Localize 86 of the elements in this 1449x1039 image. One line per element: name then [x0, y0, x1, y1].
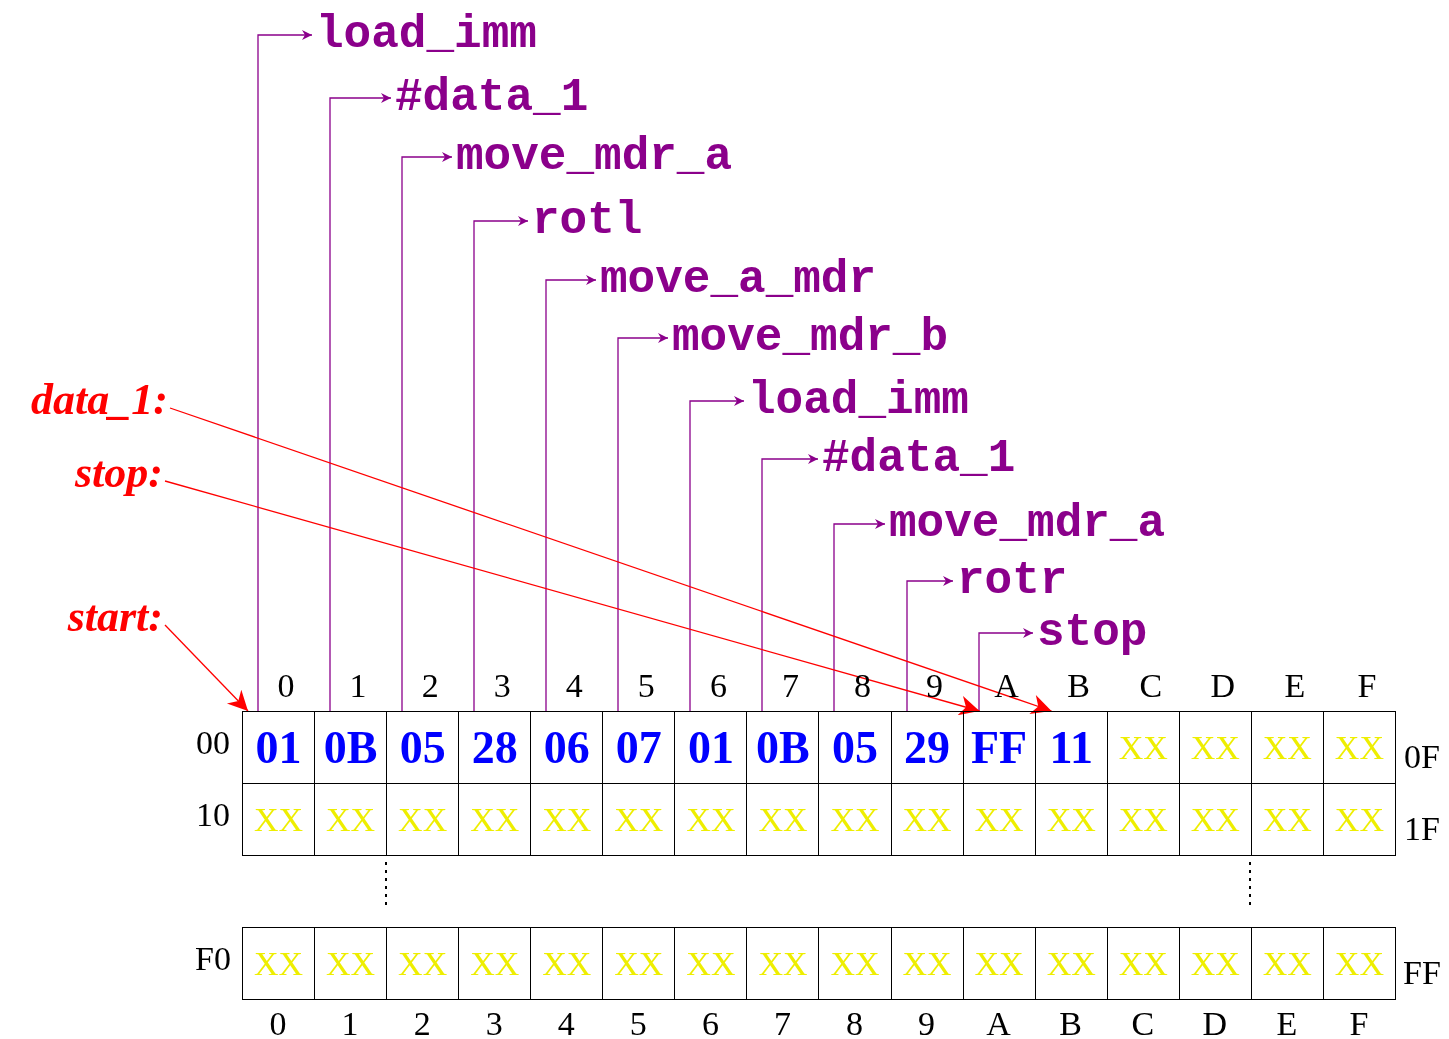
axis-label: F0: [195, 941, 231, 977]
axis-label: B: [1067, 668, 1091, 704]
axis-label: 4: [557, 1006, 575, 1039]
axis-label: A: [994, 668, 1019, 704]
memory-cell: XX: [746, 927, 820, 1000]
instruction-label: stop: [1037, 607, 1148, 659]
leader-arrow: [401, 152, 453, 712]
axis-label: C: [1139, 668, 1163, 704]
leader-arrow: [617, 333, 669, 712]
memory-cell: XX: [962, 927, 1036, 1000]
axis-label: F: [1349, 1006, 1369, 1039]
axis-label: 2: [413, 1006, 431, 1039]
axis-label: 3: [485, 1006, 503, 1039]
leader-arrow: [329, 93, 392, 712]
memory-cell: 01: [242, 711, 316, 784]
memory-cell: XX: [1322, 711, 1396, 784]
axis-label: 6: [709, 668, 727, 704]
leader-arrow: [978, 628, 1034, 712]
axis-label: A: [986, 1006, 1011, 1039]
axis-label: E: [1276, 1006, 1298, 1039]
axis-label: B: [1059, 1006, 1083, 1039]
axis-label: 4: [565, 668, 583, 704]
leader-arrow: [906, 576, 954, 712]
memory-cell: XX: [1106, 927, 1180, 1000]
axis-label: FF: [1403, 955, 1441, 991]
memory-cell: XX: [602, 927, 676, 1000]
leader-arrow: [473, 216, 529, 712]
leader-arrow: [257, 30, 313, 712]
instruction-label: #data_1: [395, 72, 589, 124]
memory-cell: XX: [1034, 927, 1108, 1000]
axis-label: D: [1202, 1006, 1228, 1039]
memory-cell: XX: [1322, 783, 1396, 856]
memory-cell: XX: [242, 783, 316, 856]
instruction-label: move_mdr_b: [672, 312, 949, 364]
instruction-label: move_mdr_a: [456, 131, 733, 183]
leader-arrow: [689, 396, 745, 712]
axis-label: 2: [421, 668, 439, 704]
axis-label: 0F: [1404, 739, 1440, 775]
axis-label: 0: [269, 1006, 287, 1039]
leader-arrow: [761, 454, 819, 712]
instruction-label: rotr: [957, 555, 1068, 607]
axis-label: 7: [773, 1006, 791, 1039]
axis-label: 8: [846, 1006, 863, 1039]
leader-arrow: [545, 275, 597, 712]
instruction-label: rotl: [532, 195, 643, 247]
memory-cell: XX: [1178, 927, 1252, 1000]
memory-cell: XX: [1322, 927, 1396, 1000]
memory-cell: XX: [530, 927, 604, 1000]
address-label: start:: [67, 592, 163, 642]
axis-label: C: [1131, 1006, 1155, 1039]
axis-label: 5: [629, 1006, 647, 1039]
axis-label: 6: [701, 1006, 719, 1039]
instruction-label: move_mdr_a: [889, 498, 1166, 550]
memory-cell: XX: [242, 927, 316, 1000]
axis-label: 10: [196, 797, 230, 833]
axis-label: 7: [781, 668, 799, 704]
pointer-arrow: [164, 624, 249, 712]
leader-arrow: [833, 519, 886, 712]
axis-label: 8: [854, 668, 871, 704]
memory-cell: XX: [386, 927, 460, 1000]
memory-cell: XX: [1250, 927, 1324, 1000]
address-label: data_1:: [31, 375, 168, 425]
axis-label: 3: [493, 668, 511, 704]
instruction-label: move_a_mdr: [600, 254, 877, 306]
pointer-arrow: [169, 407, 1053, 714]
memory-cell: XX: [890, 927, 964, 1000]
axis-label: D: [1210, 668, 1236, 704]
axis-label: 9: [918, 1006, 936, 1039]
memory-cell: XX: [314, 927, 388, 1000]
memory-cell: XX: [818, 927, 892, 1000]
instruction-label: load_imm: [316, 9, 537, 61]
axis-label: 0: [277, 668, 295, 704]
axis-label: 00: [196, 725, 230, 761]
axis-label: 1: [349, 668, 367, 704]
axis-label: 9: [926, 668, 944, 704]
memory-cell: XX: [674, 927, 748, 1000]
instruction-label: load_imm: [748, 375, 969, 427]
address-label: stop:: [75, 448, 163, 498]
axis-label: 5: [637, 668, 655, 704]
axis-label: 1: [341, 1006, 359, 1039]
pointer-arrow: [164, 480, 981, 716]
instruction-label: #data_1: [822, 433, 1016, 485]
axis-label: F: [1357, 668, 1377, 704]
axis-label: 1F: [1404, 811, 1440, 847]
memory-cell: XX: [458, 927, 532, 1000]
axis-label: E: [1284, 668, 1306, 704]
